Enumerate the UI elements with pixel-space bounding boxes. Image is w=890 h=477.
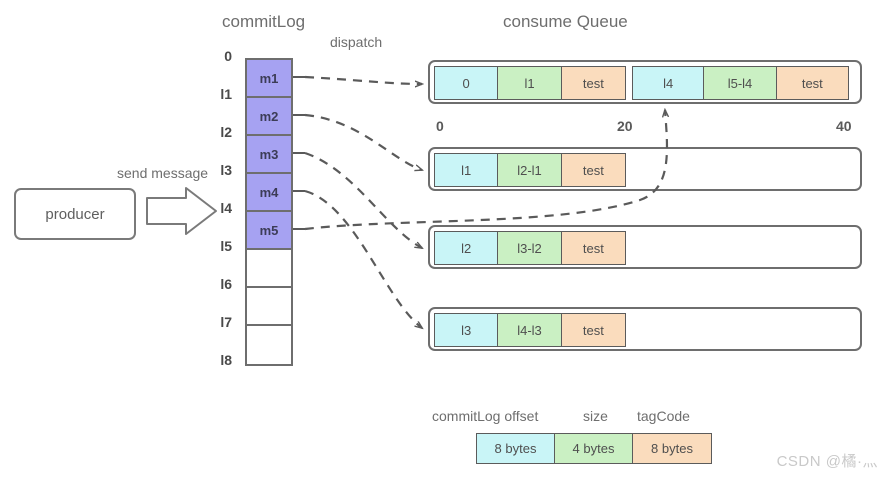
queue-cell-offset: l1 [435, 154, 499, 186]
queue-cell-offset: 0 [435, 67, 499, 99]
legend-cell-size-bytes: 4 bytes [555, 434, 633, 463]
commitlog-column: m1 m2 m3 m4 m5 [245, 58, 293, 366]
commitlog-cell-empty-2 [247, 288, 291, 326]
queue-cell-offset: l2 [435, 232, 499, 264]
commitlog-cell-m3: m3 [247, 136, 291, 174]
consume-queue-row-2: l1 l2-l1 test [428, 147, 862, 191]
commitlog-offset-5: l5 [220, 238, 232, 254]
commitlog-offset-8: l8 [220, 352, 232, 368]
axis-tick-20: 20 [617, 118, 633, 134]
commitlog-cell-label: m1 [259, 70, 279, 86]
queue-cell-tagcode: test [561, 154, 626, 186]
commitlog-cell-m4: m4 [247, 174, 291, 212]
legend-header-offset: commitLog offset [432, 408, 539, 424]
queue-entry-group: l4 l5-l4 test [632, 66, 849, 100]
axis-tick-40: 40 [836, 118, 852, 134]
producer-box: producer [14, 188, 136, 240]
consume-queue-row-4: l3 l4-l3 test [428, 307, 862, 351]
queue-cell-tagcode: test [561, 232, 626, 264]
queue-cell-size: l4-l3 [498, 314, 562, 346]
queue-entry-group: l2 l3-l2 test [434, 231, 626, 265]
commitlog-offset-6: l6 [220, 276, 232, 292]
legend-header-tagcode: tagCode [637, 408, 690, 424]
dispatch-label: dispatch [330, 34, 383, 50]
dispatch-arrow-m1 [304, 75, 422, 84]
legend-cell-tagcode-bytes: 8 bytes [633, 434, 711, 463]
queue-cell-tagcode: test [561, 314, 626, 346]
commitlog-cell-label: m2 [259, 108, 279, 124]
queue-entry-group: l3 l4-l3 test [434, 313, 626, 347]
dispatch-arrow-m2 [304, 113, 422, 170]
commitlog-offset-4: l4 [220, 200, 232, 216]
queue-cell-tagcode: test [776, 67, 848, 99]
commitlog-cell-m1: m1 [247, 60, 291, 98]
commitlog-cell-label: m5 [259, 222, 279, 238]
csdn-watermark: CSDN @橘·灬 [776, 453, 878, 470]
commitlog-cell-label: m4 [259, 184, 279, 200]
consume-queue-title: consume Queue [503, 12, 628, 31]
send-message-label: send message [117, 165, 209, 181]
axis-tick-0: 0 [436, 118, 444, 134]
legend-cell-offset-bytes: 8 bytes [477, 434, 555, 463]
commitlog-offset-0: 0 [224, 48, 232, 64]
producer-label: producer [45, 205, 105, 223]
commitlog-cell-m2: m2 [247, 98, 291, 136]
commitlog-offset-3: l3 [220, 162, 232, 178]
commitlog-cell-empty-3 [247, 326, 291, 364]
commitlog-cell-m5: m5 [247, 212, 291, 250]
commitlog-cell-label: m3 [259, 146, 279, 162]
queue-cell-size: l5-l4 [704, 67, 777, 99]
queue-cell-size: l1 [498, 67, 562, 99]
commitlog-cell-empty-1 [247, 250, 291, 288]
commitlog-offset-7: l7 [220, 314, 232, 330]
queue-cell-size: l2-l1 [498, 154, 562, 186]
commitlog-title: commitLog [222, 12, 306, 31]
consume-queue-row-3: l2 l3-l2 test [428, 225, 862, 269]
queue-entry-group: 0 l1 test [434, 66, 626, 100]
consume-queue-row-1: 0 l1 test l4 l5-l4 test [428, 60, 862, 104]
queue-cell-size: l3-l2 [498, 232, 562, 264]
commitlog-offset-2: l2 [220, 124, 232, 140]
queue-entry-group: l1 l2-l1 test [434, 153, 626, 187]
dispatch-arrow-m4 [304, 189, 422, 328]
queue-cell-offset: l4 [633, 67, 705, 99]
commitlog-offset-1: l1 [220, 86, 232, 102]
legend-header-size: size [583, 408, 608, 424]
dispatch-arrow-m3 [304, 151, 422, 248]
legend-row: 8 bytes 4 bytes 8 bytes [476, 433, 712, 464]
queue-cell-offset: l3 [435, 314, 499, 346]
queue-cell-tagcode: test [561, 67, 626, 99]
